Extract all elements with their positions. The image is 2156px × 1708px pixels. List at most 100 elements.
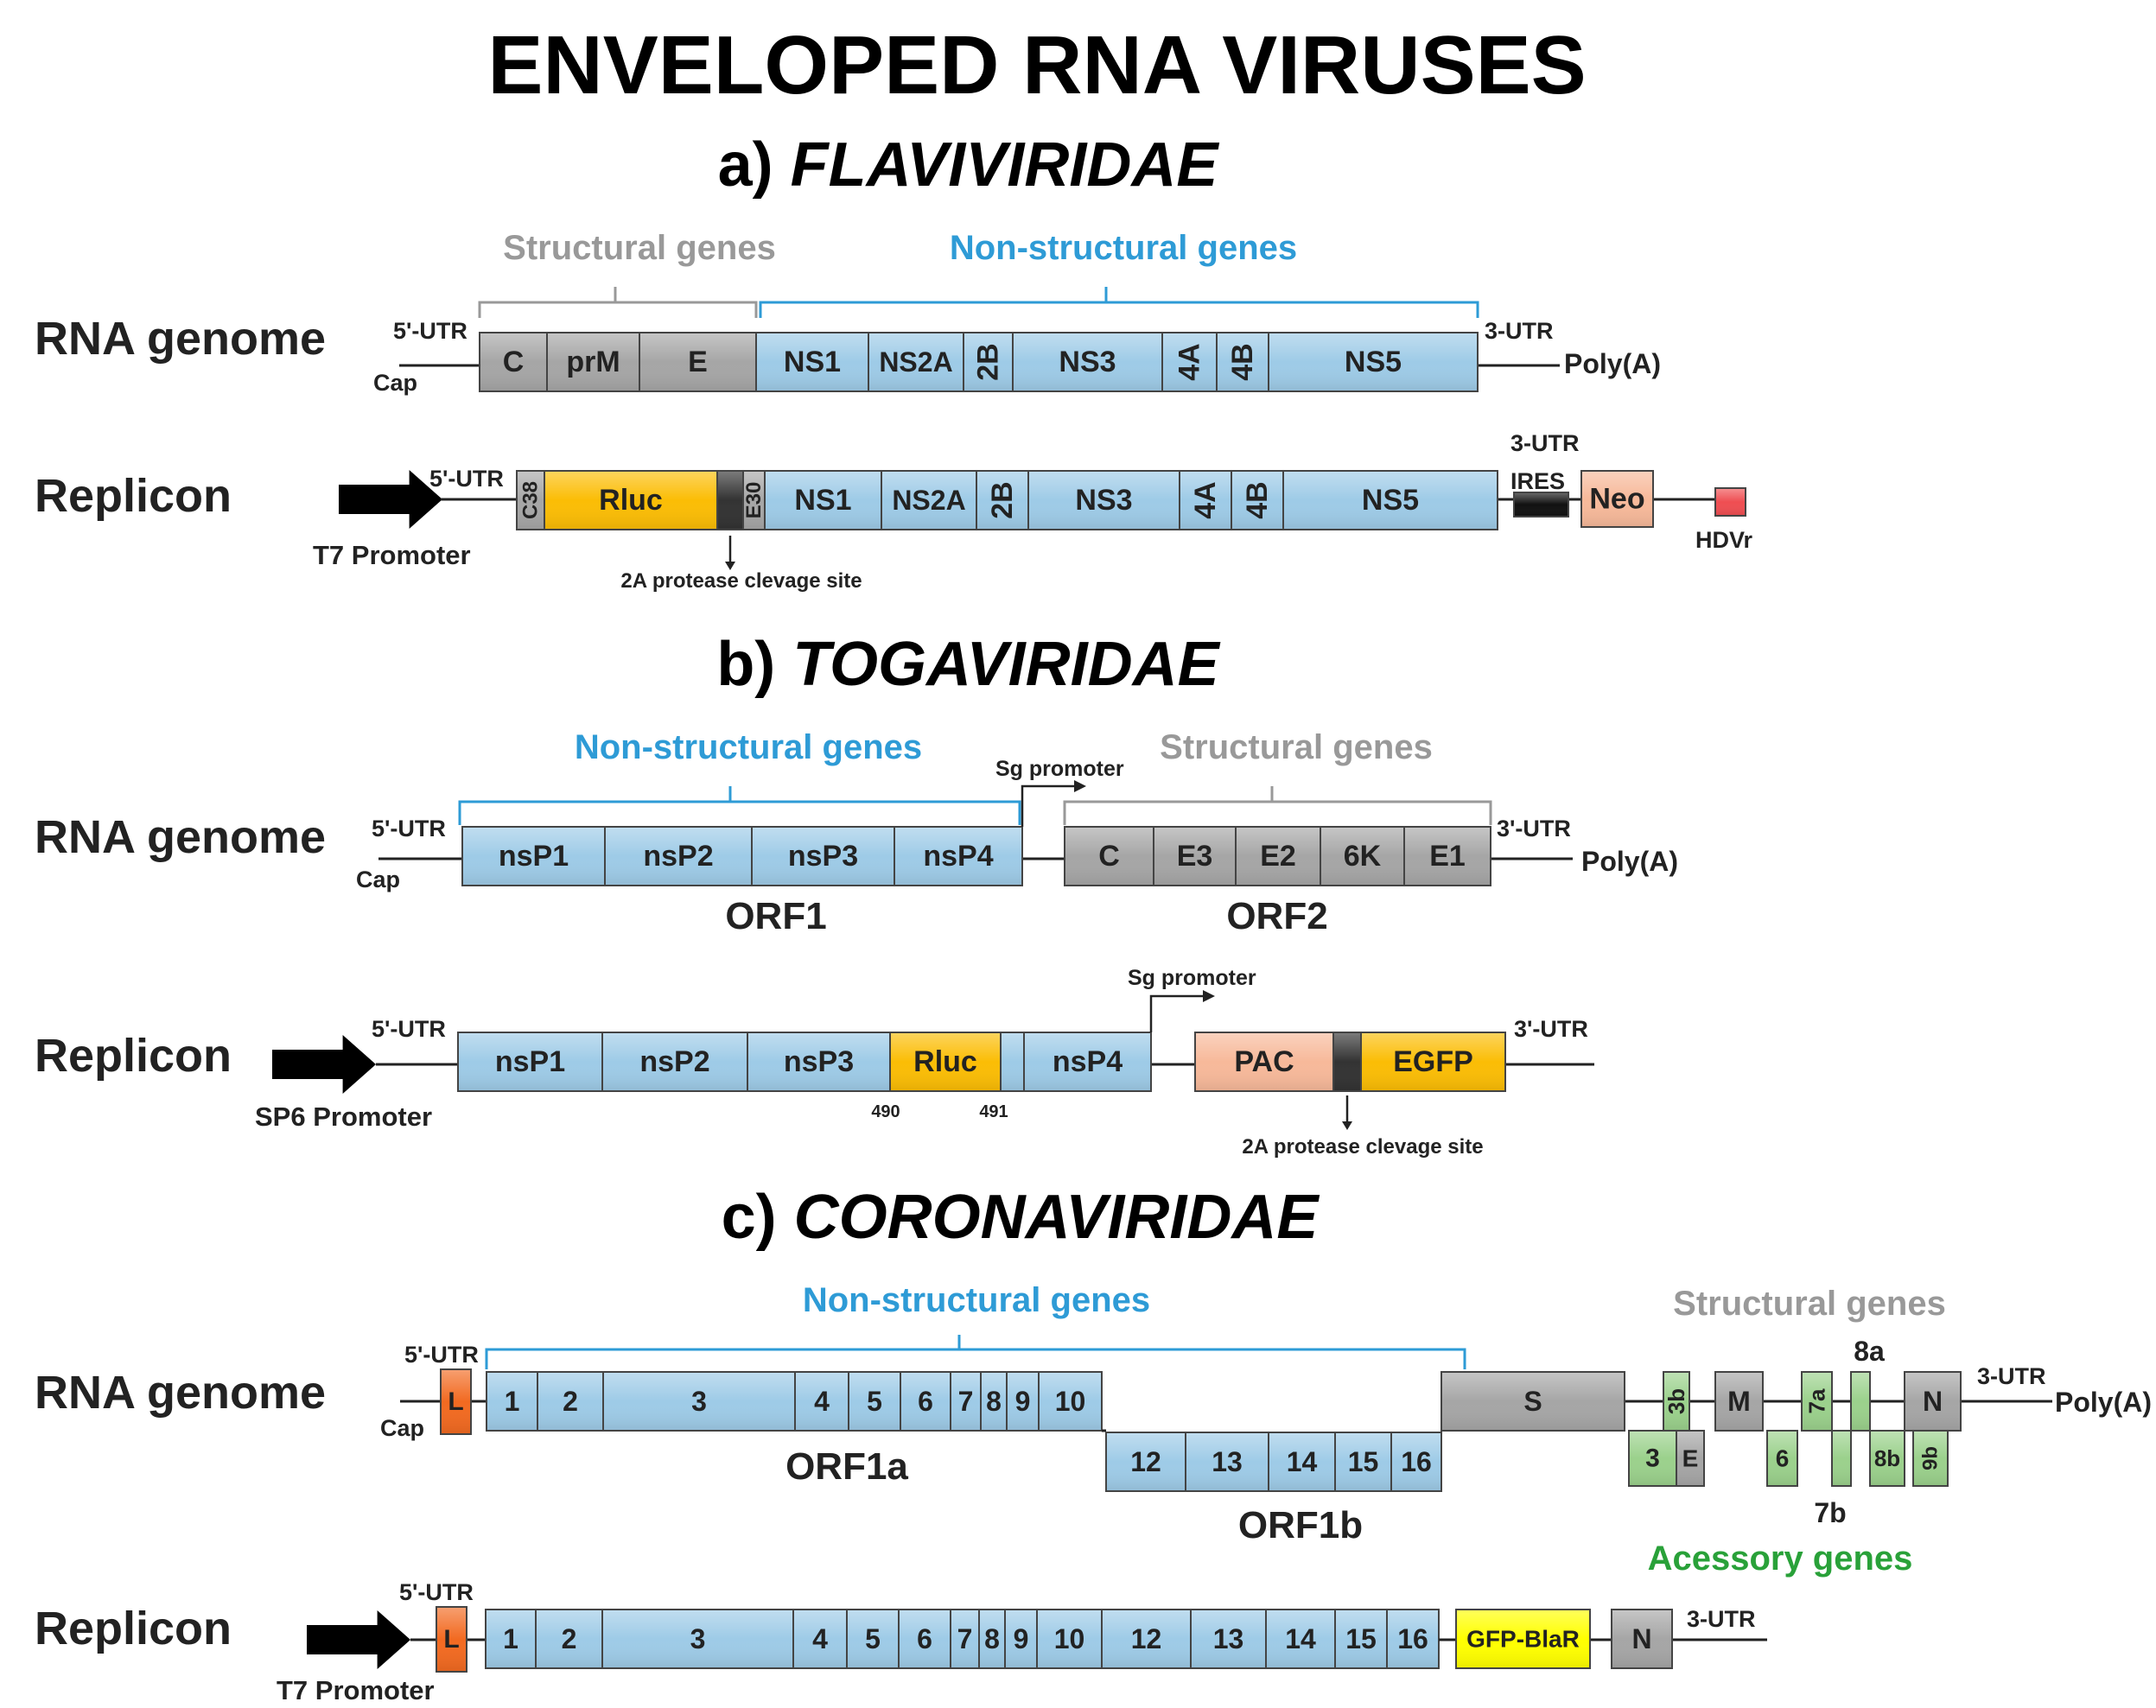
c-genome-3b-shade xyxy=(1664,1373,1689,1430)
c-replicon-gene-shade xyxy=(1267,1610,1334,1667)
c-genome-s-label: S xyxy=(1523,1386,1542,1417)
c-genome-orf1a-gene-shade xyxy=(538,1373,602,1430)
a-replicon-utr3: 3-UTR xyxy=(1510,430,1580,456)
c-replicon-gene-shade xyxy=(848,1610,898,1667)
c-replicon-gene-label: 6 xyxy=(917,1623,932,1654)
a-replicon-gene-shade xyxy=(1029,472,1179,529)
c-replicon-gene-shade xyxy=(487,1610,535,1667)
b-replicon-gene-label: nsP3 xyxy=(784,1045,854,1078)
c-genome-m-label: M xyxy=(1727,1386,1751,1417)
a-replicon-cleavage: 2A protease clevage site xyxy=(620,569,862,593)
a-genome-label: RNA genome xyxy=(35,313,326,365)
c-genome-utr3: 3-UTR xyxy=(1977,1363,2046,1389)
b-nonstructural-bracket xyxy=(458,786,1021,825)
b-genome-orf2-gene-label: E2 xyxy=(1260,840,1296,873)
c-replicon-gene-shade xyxy=(537,1610,601,1667)
a-genome-gene-label: 4A xyxy=(1173,343,1206,380)
c-replicon-gene-shade xyxy=(1103,1610,1190,1667)
b-replicon-egfp-shade xyxy=(1362,1033,1504,1090)
c-genome-3b-label: 3b xyxy=(1663,1388,1689,1414)
main-title: ENVELOPED RNA VIRUSES xyxy=(487,19,1586,111)
a-cleavage-arrow-head xyxy=(725,562,735,570)
c-replicon-gene-label: 7 xyxy=(957,1623,973,1654)
a-replicon-gene-label: C38 xyxy=(519,481,543,519)
b-structural-label: Structural genes xyxy=(1160,728,1433,766)
a-genome-gene-shade xyxy=(480,333,546,390)
a-replicon-gene-shade xyxy=(744,472,764,529)
b-genome-orf2-gene-shade xyxy=(1154,828,1235,885)
c-replicon-gene-label: 5 xyxy=(865,1623,881,1654)
c-replicon-n-label: N xyxy=(1631,1623,1651,1654)
a-replicon-label: Replicon xyxy=(35,470,232,522)
b-genome-sg-arrow xyxy=(1021,784,1074,827)
c-replicon-n-shade xyxy=(1612,1610,1671,1667)
a-replicon-gene-label: NS2A xyxy=(892,485,965,516)
c-genome-8a-box-shade xyxy=(1852,1373,1869,1430)
section-b-heading: b) TOGAVIRIDAE xyxy=(716,630,1220,699)
c-accessory-label: Acessory genes xyxy=(1648,1540,1913,1578)
b-genome-orf2-gene-shade xyxy=(1405,828,1490,885)
c-genome-orf1b: ORF1b xyxy=(1238,1504,1363,1546)
a-replicon-gene-label: 4A xyxy=(1189,481,1222,518)
a-genome-cap: Cap xyxy=(373,370,417,396)
c-genome-orf1b-gene-label: 15 xyxy=(1348,1446,1379,1477)
a-genome-gene-label: 2B xyxy=(972,343,1005,380)
b-genome-orf1-gene-label: nsP4 xyxy=(923,840,993,873)
a-genome-gene-shade xyxy=(548,333,639,390)
b-replicon-gene-label: nsP4 xyxy=(1053,1045,1123,1078)
a-replicon-gene-shade xyxy=(882,472,976,529)
c-genome-e-shade xyxy=(1677,1432,1703,1485)
a-replicon-gene-label: Rluc xyxy=(599,484,663,517)
c-genome-6-shade xyxy=(1768,1432,1797,1485)
c-genome-orf1a-gene-shade xyxy=(487,1373,537,1430)
c-replicon-utr5: 5'-UTR xyxy=(399,1579,474,1605)
c-genome-7b: 7b xyxy=(1814,1497,1846,1528)
b-replicon-egfp-label: EGFP xyxy=(1393,1045,1473,1078)
a-genome-gene-label: NS1 xyxy=(784,346,841,378)
c-replicon-gene-label: 16 xyxy=(1397,1623,1428,1654)
c-replicon-gene-label: 2 xyxy=(562,1623,577,1654)
a-replicon-gene-shade xyxy=(977,472,1027,529)
c-replicon-gene-shade xyxy=(980,1610,1004,1667)
c-genome-orf1a-gene-label: 3 xyxy=(691,1386,707,1417)
a-ires-block-shade xyxy=(1515,493,1568,516)
c-replicon-gene-shade xyxy=(1006,1610,1036,1667)
c-replicon-leader-shade xyxy=(437,1608,466,1671)
c-genome-n-label: N xyxy=(1923,1386,1943,1417)
b-genome-orf2-gene-label: 6K xyxy=(1344,840,1382,873)
b-cleavage-arrow-head xyxy=(1342,1121,1352,1130)
b-replicon-gene-shade xyxy=(459,1033,601,1090)
c-genome-orf1a-gene-label: 4 xyxy=(814,1386,830,1417)
c-replicon-gene-label: 14 xyxy=(1285,1623,1316,1654)
c-replicon-gene-shade xyxy=(1388,1610,1438,1667)
c-genome-8b-shade xyxy=(1871,1432,1904,1485)
c-genome-orf1a: ORF1a xyxy=(785,1445,908,1488)
c-replicon-gene-shade xyxy=(1038,1610,1101,1667)
b-genome-orf1-gene-shade xyxy=(463,828,604,885)
a-replicon-hdvr: HDVr xyxy=(1695,527,1753,553)
b-replicon-pos2: 491 xyxy=(979,1102,1008,1121)
c-genome-orf1a-gene-shade xyxy=(1040,1373,1101,1430)
b-genome-utr5: 5'-UTR xyxy=(372,816,446,841)
c-genome-orf1a-gene-shade xyxy=(982,1373,1006,1430)
a-genome-gene-shade xyxy=(1014,333,1161,390)
a-genome-gene-label: 4B xyxy=(1226,343,1259,380)
c-genome-orf1b-gene-shade xyxy=(1269,1433,1334,1490)
a-genome-gene-shade xyxy=(1218,333,1268,390)
a-structural-bracket xyxy=(478,287,758,318)
c-genome-7b-box-shade xyxy=(1833,1432,1850,1485)
b-genome-sg: Sg promoter xyxy=(995,757,1124,781)
t7-promoter-arrow xyxy=(339,470,442,529)
c-genome-orf1a-gene-label: 5 xyxy=(867,1386,882,1417)
b-genome-orf2-gene-shade xyxy=(1065,828,1153,885)
c-genome-s-shade xyxy=(1442,1373,1624,1430)
c-genome-orf1a-gene-label: 7 xyxy=(958,1386,974,1417)
a-replicon-gene-shade xyxy=(1284,472,1497,529)
b-genome-orf2-gene-shade xyxy=(1321,828,1403,885)
b-genome-orf1-gene-shade xyxy=(753,828,894,885)
c-replicon-gene-label: 10 xyxy=(1054,1623,1085,1654)
